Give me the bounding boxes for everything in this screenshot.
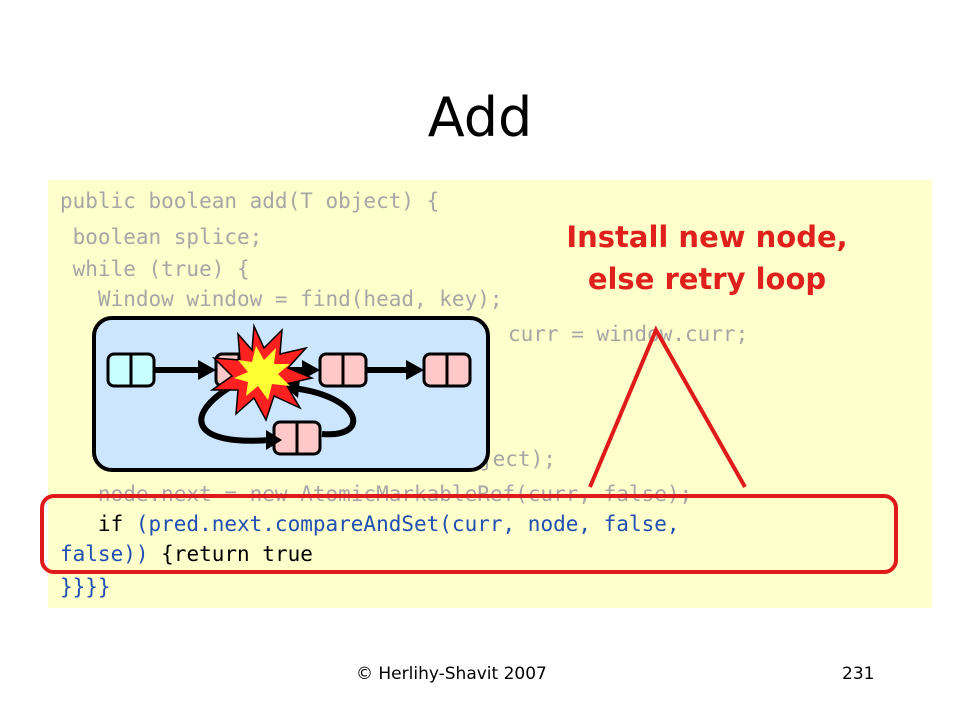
explosion-icon <box>209 323 315 422</box>
curved-link-arrow-right <box>291 385 357 438</box>
curved-arrowhead-left <box>266 430 282 450</box>
code-line-9: if (pred.next.compareAndSet(curr, node, … <box>60 510 680 538</box>
callout-line-2: else retry loop <box>587 262 827 296</box>
curved-link-arrow-left <box>198 383 271 444</box>
footer-page-number: 231 <box>842 664 875 684</box>
highlight-box <box>40 494 898 574</box>
new-node <box>272 420 322 456</box>
code-line-10: false)) {return true <box>60 540 313 568</box>
code-line-3: while (true) { <box>60 257 250 281</box>
callout-line-1: Install new node, <box>566 220 848 254</box>
curr-node <box>318 352 368 388</box>
code-line-5: curr = window.curr; <box>508 322 749 346</box>
slide-title: Add <box>427 86 533 149</box>
code-line-11: }}}} <box>60 575 111 599</box>
code-line-1: public boolean add(T object) { <box>60 189 440 213</box>
code-keyword-if: if <box>60 512 136 536</box>
curved-arrowhead-right <box>284 379 300 398</box>
tail-node <box>422 352 472 388</box>
code-cas-call: (pred.next.compareAndSet(curr, node, fal… <box>135 512 680 536</box>
linked-list-diagram <box>92 316 490 472</box>
code-line-4: Window window = find(head, key); <box>60 287 503 311</box>
callout-triangle-lines <box>588 325 747 488</box>
head-node <box>106 352 156 388</box>
footer-copyright: © Herlihy-Shavit 2007 <box>356 664 547 684</box>
code-cas-args-end: false)) <box>60 542 149 566</box>
code-line-2: boolean splice; <box>60 225 263 249</box>
callout-text: Install new node, else retry loop <box>530 216 884 300</box>
code-return-true: {return true <box>148 542 313 566</box>
code-line-7: ject); <box>480 447 556 471</box>
